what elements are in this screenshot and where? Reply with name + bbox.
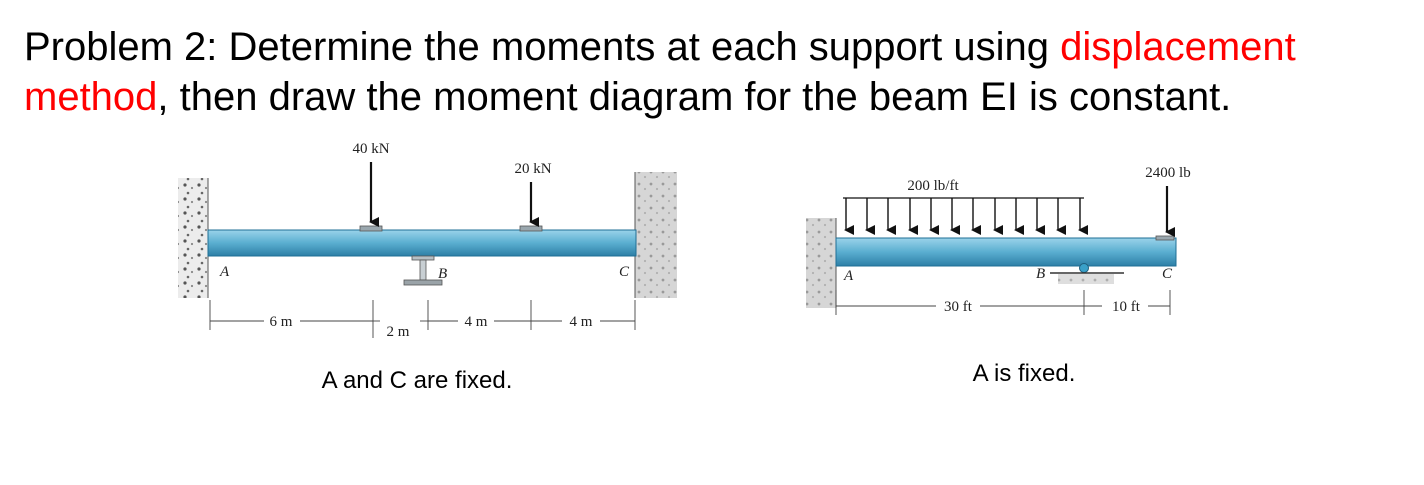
support-b-flange-bottom — [403, 279, 443, 286]
support-label-a-2: A — [843, 268, 854, 284]
wall-a-left — [178, 178, 208, 298]
dim-label-2m: 2 m — [387, 324, 410, 340]
support-b-web — [419, 259, 427, 281]
dist-load-arrows — [844, 198, 1088, 235]
title-highlight-2: method — [24, 75, 158, 119]
wall-a-2 — [806, 218, 836, 308]
diagram-1: 40 kN 20 kN A B C 6 m 2 m 4 m 4 — [178, 141, 677, 394]
roller-b-soil — [1058, 274, 1114, 284]
dim-label-10ft: 10 ft — [1112, 299, 1141, 315]
diagram-2: 200 lb/ft 2400 lb A B C 30 ft 10 ft A is… — [806, 165, 1191, 387]
dimension-lines-2 — [835, 290, 1171, 315]
load-pad-2 — [519, 225, 543, 232]
title-text-2: , then draw the moment diagram for the b… — [157, 75, 1232, 119]
title-highlight-1: displacement — [1060, 25, 1296, 69]
point-load-label: 2400 lb — [1145, 165, 1190, 181]
support-label-b: B — [438, 266, 447, 282]
roller-b — [1079, 263, 1089, 273]
load-pad-c — [1155, 235, 1175, 241]
support-label-b-2: B — [1036, 266, 1045, 282]
support-label-c: C — [619, 264, 630, 280]
dim-label-30ft: 30 ft — [944, 299, 973, 315]
dimension-lines-1 — [209, 300, 636, 338]
point-label-c-2: C — [1162, 266, 1173, 282]
dim-label-6m: 6 m — [270, 314, 293, 330]
load-label-20kn: 20 kN — [514, 161, 551, 177]
beam-2 — [835, 237, 1177, 267]
problem-statement: Problem 2: Determine the moments at each… — [24, 22, 1414, 122]
beam-1 — [207, 229, 637, 257]
title-text-1: Problem 2: Determine the moments at each… — [24, 25, 1061, 69]
wall-c-right — [635, 172, 677, 298]
load-pad-1 — [359, 225, 383, 232]
dim-label-4m-2: 4 m — [570, 314, 593, 330]
load-label-40kn: 40 kN — [352, 141, 389, 157]
dist-load-label: 200 lb/ft — [907, 178, 959, 194]
support-b-flange-top — [411, 255, 435, 261]
caption-1: A and C are fixed. — [322, 367, 513, 394]
support-label-a: A — [219, 264, 230, 280]
dim-label-4m-1: 4 m — [465, 314, 488, 330]
caption-2: A is fixed. — [973, 360, 1076, 387]
